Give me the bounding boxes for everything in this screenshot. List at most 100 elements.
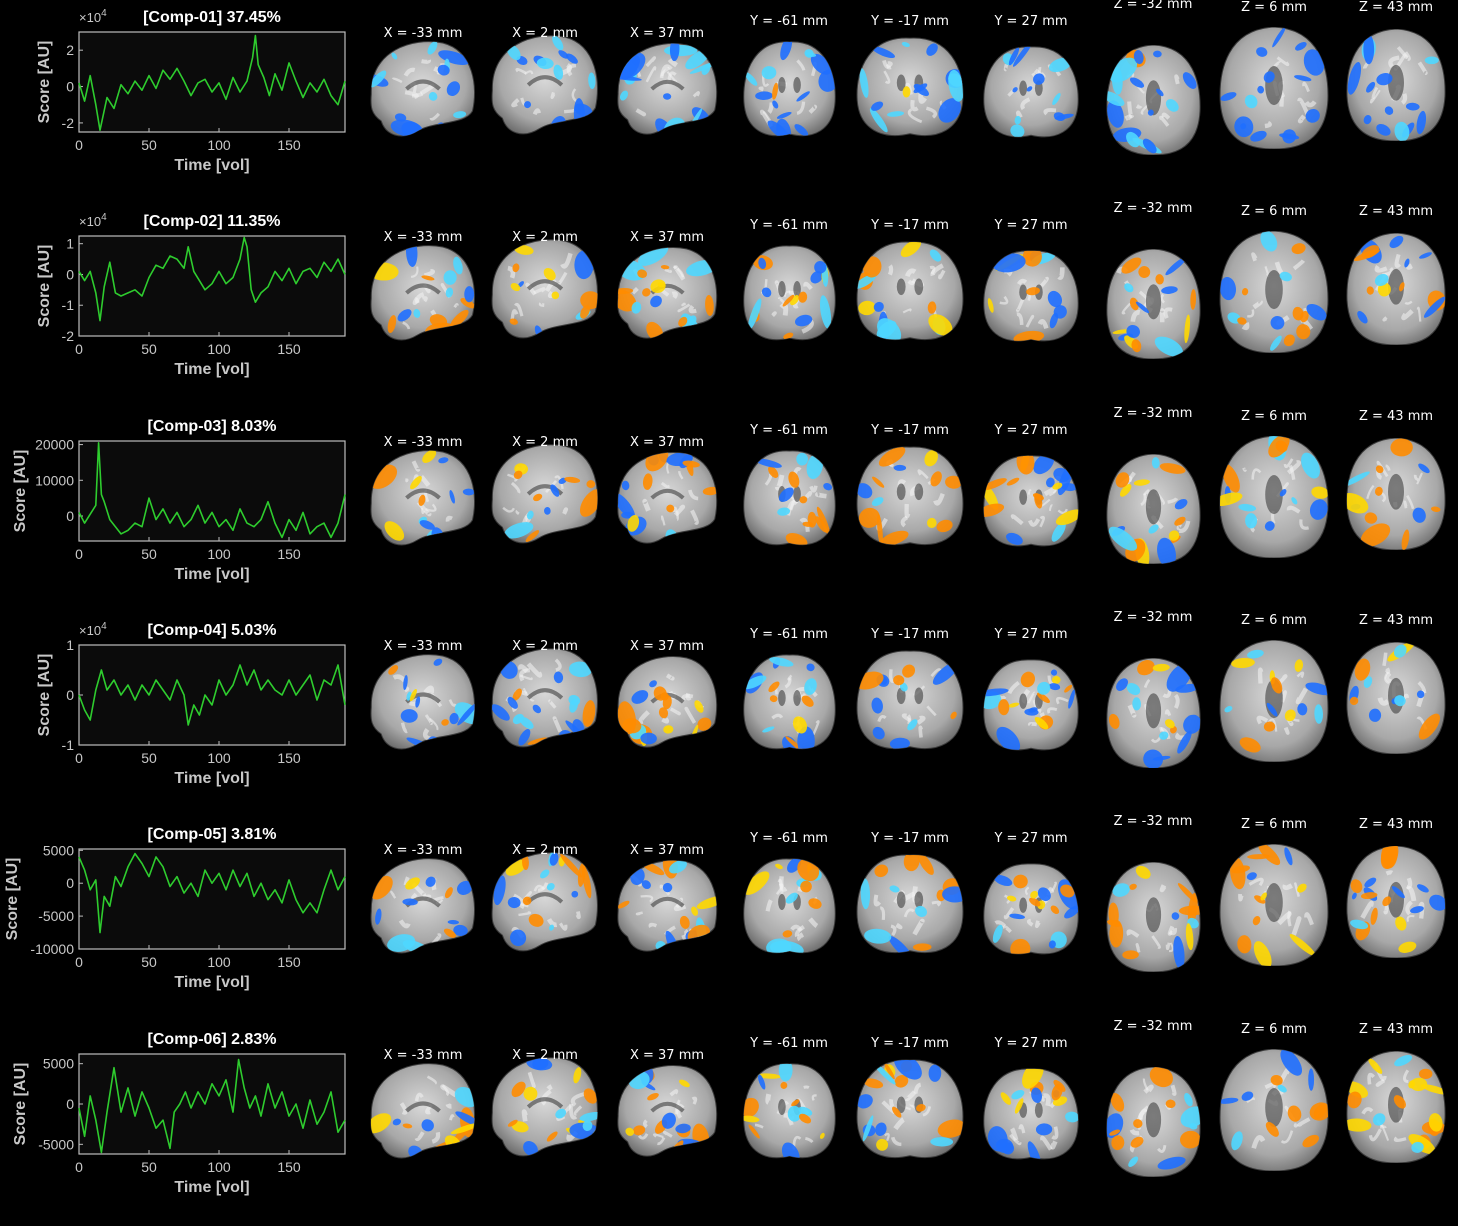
slice-coordinate-label: Z = 43 mm: [1358, 612, 1434, 628]
score-series-line: [78, 1058, 346, 1153]
brain-slice-map: [616, 1064, 717, 1157]
brain-slice-map: [1346, 29, 1446, 141]
y-tick-label: 0: [66, 79, 74, 95]
chart-title: [Comp-06] 2.83%: [148, 1031, 277, 1048]
x-tick-label: 100: [207, 1159, 231, 1175]
y-tick-label: 2: [66, 42, 74, 58]
score-series-line: [78, 664, 346, 726]
slice-coordinate-label: Z = 6 mm: [1241, 1021, 1307, 1037]
y-tick-label: 0: [66, 875, 74, 891]
brain-slice-map: [1346, 437, 1446, 550]
slice-coordinate-label: Z = -32 mm: [1113, 405, 1193, 421]
slice-coordinate-label: X = -33 mm: [383, 1047, 463, 1063]
brain-slice-map: [491, 648, 598, 748]
slice-coordinate-label: Y = -17 mm: [871, 422, 949, 438]
brain-slice-map: [983, 250, 1079, 342]
slice-coordinate-label: Z = -32 mm: [1113, 1018, 1193, 1034]
brain-slice-map: [1346, 1050, 1446, 1163]
y-axis-label: Score [AU]: [36, 654, 53, 737]
slice-coordinate-label: Y = -61 mm: [750, 831, 828, 847]
brain-slice-map: [616, 860, 717, 952]
brain-slice-map: [856, 854, 964, 954]
slice-coordinate-label: Y = -61 mm: [750, 218, 828, 234]
chart-title: [Comp-02] 11.35%: [144, 213, 281, 230]
plot-area: [78, 235, 346, 337]
slice-coordinate-label: Z = 6 mm: [1241, 612, 1307, 628]
slice-coordinate-label: Z = 43 mm: [1358, 0, 1434, 15]
plot-area: [78, 644, 346, 746]
score-series-line: [78, 441, 346, 538]
slice-coordinate-label: Y = 27 mm: [994, 422, 1068, 438]
x-tick-label: 150: [277, 750, 301, 766]
slice-coordinate-label: Y = -17 mm: [871, 14, 949, 29]
brain-slice-map: [742, 450, 836, 545]
x-tick-label: 100: [207, 750, 231, 766]
slice-coordinate-label: X = 2 mm: [512, 1047, 578, 1063]
slice-coordinate-label: X = -33 mm: [383, 230, 463, 246]
brain-slice-map: [370, 1062, 475, 1158]
x-tick-label: 50: [141, 341, 157, 357]
slice-coordinate-label: X = 37 mm: [629, 230, 705, 246]
brain-slice-map: [616, 656, 717, 748]
slice-coordinate-label: Y = -61 mm: [750, 422, 828, 438]
x-axis-label: Time [vol]: [174, 974, 249, 991]
y-tick-label: -2: [62, 115, 75, 131]
brain-slice-map: [616, 451, 717, 544]
slice-coordinate-label: Y = -17 mm: [871, 626, 949, 642]
x-tick-label: 50: [141, 546, 157, 562]
brain-slice-map: [983, 863, 1079, 955]
y-tick-label: 1: [66, 637, 74, 653]
brain-slice-map: [616, 43, 717, 135]
brain-slice-map: [1219, 435, 1329, 558]
y-axis-label: Score [AU]: [12, 1062, 29, 1145]
slice-coordinate-label: Z = 43 mm: [1358, 408, 1434, 424]
brain-slice-map: [856, 1059, 964, 1158]
brain-slice-map: [742, 245, 836, 341]
slice-coordinate-label: Z = 43 mm: [1358, 817, 1434, 833]
brain-slice-map: [370, 41, 475, 137]
brain-slice-map: [742, 654, 836, 749]
brain-slice-map: [1105, 862, 1201, 973]
x-tick-label: 100: [207, 341, 231, 357]
chart-title: [Comp-03] 8.03%: [148, 418, 277, 435]
plot-area: [78, 848, 346, 950]
slice-coordinate-label: Y = -17 mm: [871, 218, 949, 234]
brain-slice-map: [370, 449, 475, 546]
y-axis-label: Score [AU]: [36, 245, 53, 328]
x-tick-label: 50: [141, 954, 157, 970]
y-tick-label: 20000: [35, 436, 74, 452]
x-axis-label: Time [vol]: [174, 770, 249, 787]
chart-title: [Comp-04] 5.03%: [148, 622, 277, 639]
brain-slice-map: [1219, 27, 1329, 149]
x-tick-label: 0: [75, 750, 83, 766]
brain-slice-map: [983, 1067, 1079, 1159]
slice-coordinate-label: Y = 27 mm: [994, 218, 1068, 234]
slice-coordinate-label: Y = 27 mm: [994, 14, 1068, 29]
slice-coordinate-label: Z = -32 mm: [1113, 0, 1193, 12]
y-axis-label: Score [AU]: [4, 858, 21, 941]
x-axis-label: Time [vol]: [174, 566, 249, 583]
slice-coordinate-label: Y = -61 mm: [750, 626, 828, 642]
y-tick-label: -5000: [38, 908, 74, 924]
x-tick-label: 100: [207, 137, 231, 153]
brain-slice-map: [1346, 641, 1446, 754]
brain-slice-map: [1346, 846, 1446, 959]
slice-coordinate-label: X = 37 mm: [629, 26, 705, 41]
slice-coordinate-label: X = 2 mm: [512, 434, 578, 450]
slice-coordinate-label: Z = -32 mm: [1113, 814, 1193, 830]
slice-coordinate-label: Z = 6 mm: [1241, 0, 1307, 15]
brain-slice-map: [1105, 657, 1201, 768]
brain-slice-map: [742, 41, 836, 137]
x-tick-label: 0: [75, 341, 83, 357]
brain-slice-map: [370, 654, 475, 750]
slice-coordinate-label: Y = 27 mm: [994, 831, 1068, 847]
slice-coordinate-label: Y = 27 mm: [994, 1035, 1068, 1051]
brain-slice-map: [491, 35, 598, 135]
plot-area: [78, 31, 346, 133]
x-tick-label: 0: [75, 1159, 83, 1175]
